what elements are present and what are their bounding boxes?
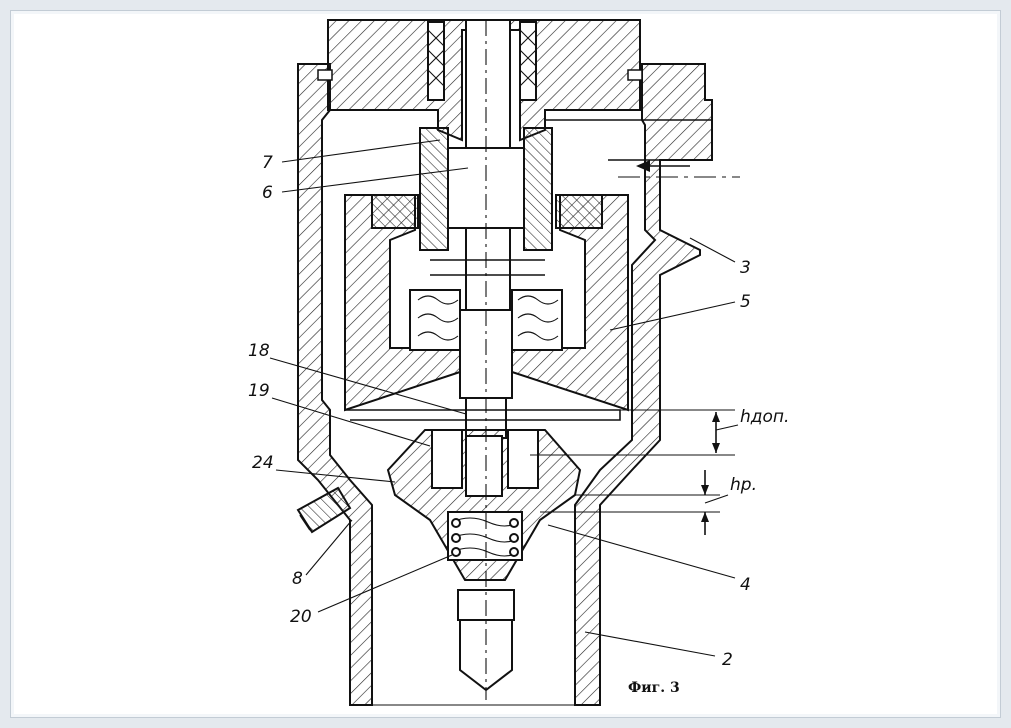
label-18: 18 — [248, 341, 270, 361]
piston-body — [344, 194, 629, 421]
label-24: 24 — [252, 453, 274, 473]
arrow-left-icon — [636, 160, 690, 172]
top-cover — [317, 19, 643, 142]
h-dop-label: hдоп. — [740, 407, 789, 427]
label-20: 20 — [290, 607, 312, 627]
label-6: 6 — [262, 183, 273, 203]
label-3: 3 — [740, 258, 751, 278]
label-7: 7 — [262, 153, 273, 173]
label-2: 2 — [722, 650, 733, 670]
figure-caption: Фиг. 3 — [628, 680, 680, 696]
part-labels: 7 6 3 5 18 19 24 8 20 4 2 — [248, 139, 751, 670]
dimension-h-p: hp. — [540, 470, 757, 535]
label-8: 8 — [292, 569, 303, 589]
label-4: 4 — [740, 575, 751, 595]
label-5: 5 — [740, 292, 751, 312]
side-nozzle — [296, 486, 352, 534]
dimension-h-dop: hдоп. — [530, 407, 789, 456]
bushing — [419, 127, 553, 251]
label-19: 19 — [248, 381, 270, 401]
valve-plug — [386, 20, 582, 700]
h-p-label: hp. — [730, 475, 757, 495]
